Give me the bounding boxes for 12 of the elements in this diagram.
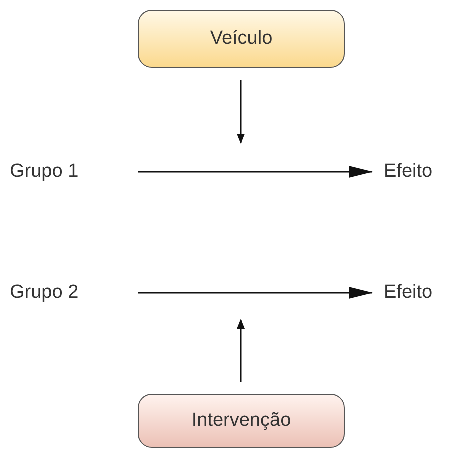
node-label: Efeito <box>384 161 433 183</box>
node-label: Grupo 2 <box>10 282 79 304</box>
rounded-box <box>138 394 345 448</box>
node-label: Efeito <box>384 282 433 304</box>
node-label: Grupo 1 <box>10 161 79 183</box>
arrow <box>237 80 245 144</box>
arrow <box>138 287 373 299</box>
rounded-box <box>138 10 345 68</box>
arrow <box>138 166 373 178</box>
arrow <box>237 319 245 382</box>
node-label: Veículo <box>210 28 273 50</box>
node-label: Intervenção <box>192 410 292 432</box>
